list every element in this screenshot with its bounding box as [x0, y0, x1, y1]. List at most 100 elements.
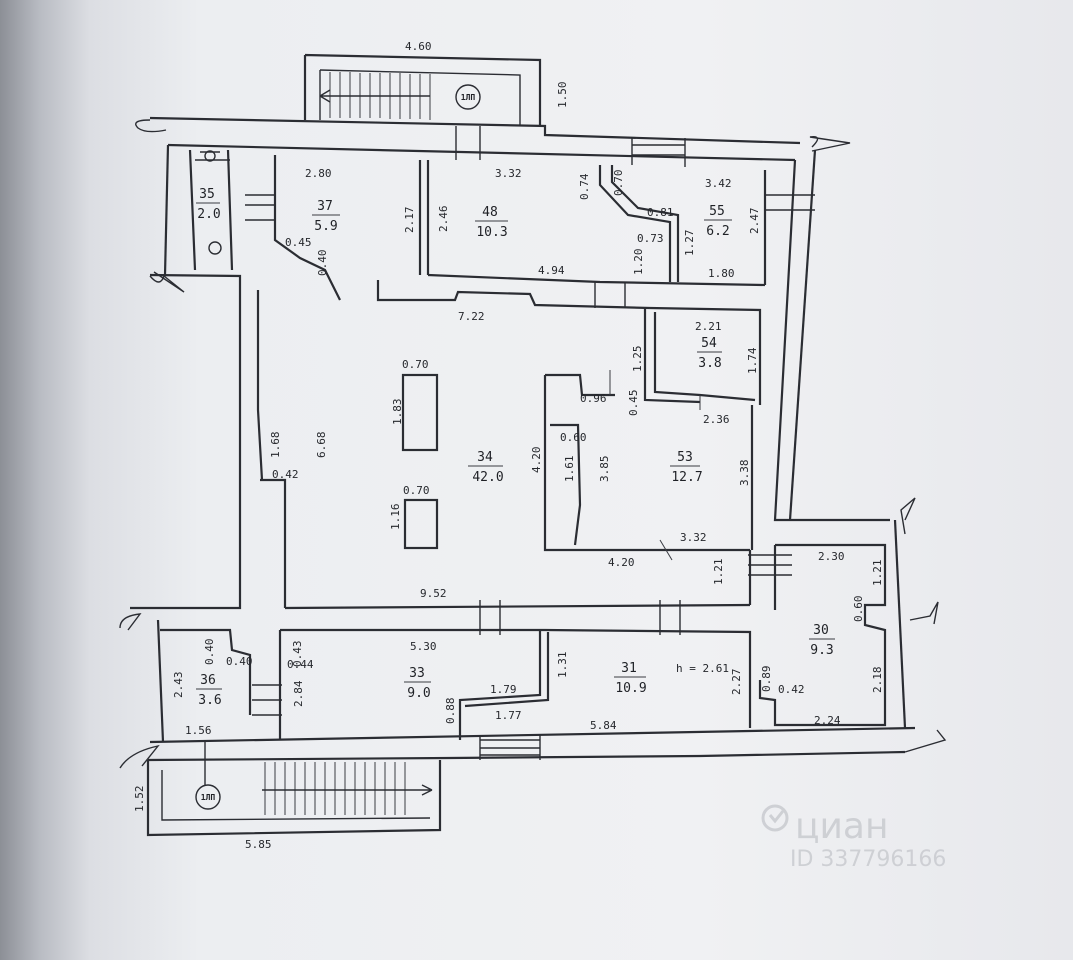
stair-mark-bottom: 1ЛП — [201, 793, 216, 802]
dim: 1.68 — [269, 432, 282, 459]
north-stair: 1ЛП — [303, 53, 542, 126]
svg-text:10.9: 10.9 — [615, 681, 646, 696]
dim: 1.16 — [389, 504, 402, 531]
dim: 4.20 — [530, 447, 543, 474]
dim: 1.61 — [563, 456, 576, 483]
svg-text:42.0: 42.0 — [472, 470, 503, 485]
svg-text:35: 35 — [199, 187, 215, 202]
dim: 3.85 — [598, 456, 611, 483]
svg-text:53: 53 — [677, 450, 693, 465]
dim: 0.70 — [612, 170, 625, 197]
break-symbols — [119, 119, 947, 769]
svg-text:48: 48 — [482, 205, 498, 220]
dim: 1.20 — [632, 249, 645, 276]
dim: 3.38 — [738, 460, 751, 487]
dim: 6.68 — [315, 432, 328, 459]
dim: 4.20 — [608, 556, 635, 569]
dim: 1.77 — [495, 709, 522, 722]
dim: h = 2.61 — [676, 662, 729, 675]
dim: 5.84 — [590, 719, 617, 732]
dim: 1.52 — [133, 786, 146, 813]
dim: 0.74 — [578, 173, 591, 200]
dim: 0.70 — [403, 484, 430, 497]
svg-text:10.3: 10.3 — [476, 225, 507, 240]
dim: 1.21 — [712, 559, 725, 586]
south-stair: 1ЛП — [146, 740, 442, 837]
room-53: 53 12.7 — [670, 450, 703, 485]
dim: 1.31 — [556, 652, 569, 679]
svg-text:9.3: 9.3 — [810, 643, 833, 658]
dim: 1.80 — [708, 267, 735, 280]
dim: 2.80 — [305, 167, 332, 180]
dim: 2.46 — [437, 206, 450, 233]
dim: 7.22 — [458, 310, 485, 323]
svg-text:12.7: 12.7 — [671, 470, 702, 485]
dim: 2.84 — [292, 680, 305, 707]
dim: 0.45 — [285, 236, 312, 249]
dim: 1.27 — [683, 230, 696, 257]
dim: 1.21 — [871, 560, 884, 587]
dim: 0.40 — [316, 250, 329, 277]
dim: 0.40 — [203, 639, 216, 666]
dim: 2.43 — [172, 672, 185, 699]
room-33: 33 9.0 — [404, 666, 431, 701]
svg-text:36: 36 — [200, 673, 216, 688]
dim: 1.74 — [746, 347, 759, 374]
svg-text:34: 34 — [477, 450, 493, 465]
svg-text:2.0: 2.0 — [197, 207, 220, 222]
svg-text:5.9: 5.9 — [314, 219, 337, 234]
dim: 0.44 — [287, 658, 314, 671]
svg-text:6.2: 6.2 — [706, 224, 729, 239]
watermark-logo-icon — [761, 804, 789, 832]
dim: 0.60 — [852, 596, 865, 623]
svg-text:55: 55 — [709, 204, 725, 219]
watermark-brand: циан — [795, 806, 889, 847]
dim: 0.70 — [402, 358, 429, 371]
svg-text:37: 37 — [317, 199, 333, 214]
room-55: 55 6.2 — [704, 204, 732, 239]
dim: 2.36 — [703, 413, 730, 426]
dim: 1.25 — [631, 346, 644, 373]
dim: 5.30 — [410, 640, 437, 653]
dim: 2.17 — [403, 207, 416, 234]
dim: 0.40 — [226, 655, 253, 668]
dim: 9.52 — [420, 587, 447, 600]
stair-mark-top: 1ЛП — [461, 93, 476, 102]
outer-walls — [130, 116, 916, 762]
watermark-id: ID 337796166 — [790, 847, 946, 872]
room-54: 54 3.8 — [697, 336, 722, 371]
dim: 0.42 — [272, 468, 299, 481]
room-31: 31 10.9 — [614, 661, 647, 696]
dim: 0.81 — [647, 206, 674, 219]
dimension-labels: 4.60 1.50 2.80 3.32 0.74 0.70 3.42 2.17 … — [133, 40, 884, 851]
dim: 3.42 — [705, 177, 732, 190]
dim: 0.89 — [760, 666, 773, 693]
dim: 2.27 — [730, 669, 743, 696]
svg-text:3.8: 3.8 — [698, 356, 721, 371]
dim: 4.94 — [538, 264, 565, 277]
dim: 0.96 — [580, 392, 607, 405]
dim: 0.45 — [627, 390, 640, 417]
dim: 2.24 — [814, 714, 841, 727]
dim: 4.60 — [405, 40, 432, 53]
watermark: циан ID 337796166 — [761, 804, 946, 872]
svg-text:30: 30 — [813, 623, 829, 638]
dim: 2.47 — [748, 208, 761, 235]
dim: 0.42 — [778, 683, 805, 696]
dim: 2.21 — [695, 320, 722, 333]
svg-text:33: 33 — [409, 666, 425, 681]
dim: 1.50 — [556, 82, 569, 109]
svg-text:9.0: 9.0 — [407, 686, 430, 701]
room-37: 37 5.9 — [312, 199, 340, 234]
dim: 2.30 — [818, 550, 845, 563]
dim: 0.43 — [291, 641, 304, 668]
svg-text:31: 31 — [621, 661, 637, 676]
dim: 0.88 — [444, 698, 457, 725]
dim: 1.83 — [391, 399, 404, 426]
svg-text:3.6: 3.6 — [198, 693, 221, 708]
dim: 0.73 — [637, 232, 664, 245]
room-36: 36 3.6 — [196, 673, 222, 708]
interior-walls — [160, 126, 887, 760]
